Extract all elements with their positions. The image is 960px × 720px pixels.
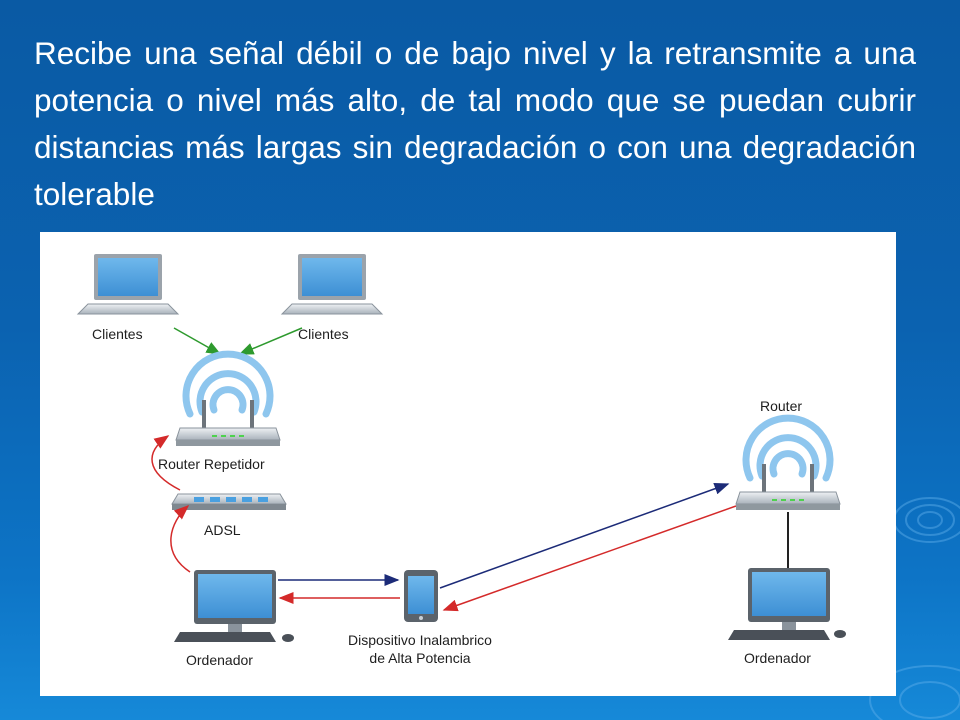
repeater-router-icon <box>175 400 281 446</box>
router-link-arrow <box>151 435 181 491</box>
adsl-link-arrow <box>170 505 191 573</box>
label-router: Router <box>760 398 803 414</box>
laptop-icon <box>76 254 180 315</box>
label-wireless-device-line1: Dispositivo Inalambrico <box>348 632 492 648</box>
adsl-modem-icon <box>171 493 287 510</box>
wifi-waves-icon <box>742 414 834 482</box>
long-range-link-arrow <box>439 482 730 589</box>
label-clients-right: Clientes <box>298 326 349 342</box>
network-diagram: Clientes Clientes Router Repetidor ADSL … <box>40 232 896 696</box>
desktop-computer-icon <box>728 568 846 640</box>
label-router-repeater: Router Repetidor <box>158 456 265 472</box>
slide-body-text: Recibe una señal débil o de bajo nivel y… <box>34 35 916 212</box>
label-computer-left: Ordenador <box>186 652 253 668</box>
laptop-icon <box>280 254 384 315</box>
label-computer-right: Ordenador <box>744 650 811 666</box>
long-range-link-arrow <box>442 505 737 612</box>
router-icon <box>735 464 841 510</box>
desktop-computer-icon <box>174 570 294 642</box>
client-link-arrow <box>173 327 222 355</box>
wifi-waves-icon <box>182 350 274 418</box>
wireless-device-icon <box>404 570 438 622</box>
label-wireless-device-line2: de Alta Potencia <box>369 650 471 666</box>
label-clients-left: Clientes <box>92 326 143 342</box>
client-link-arrow <box>238 327 303 355</box>
label-adsl: ADSL <box>204 522 241 538</box>
